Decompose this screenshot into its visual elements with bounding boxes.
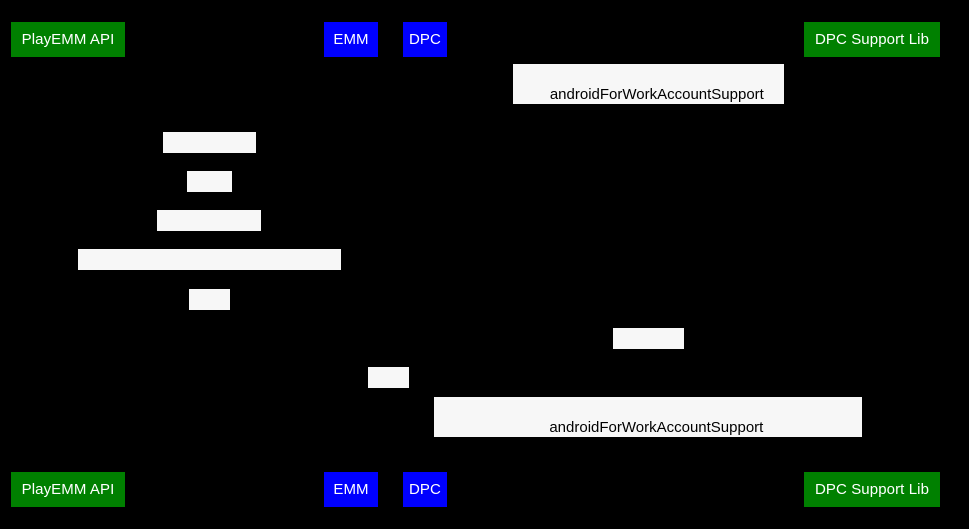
arrow-token-to-emm: [68, 310, 351, 311]
arrow-add-android-for-work-account: [425, 437, 872, 438]
message-text: token: [386, 389, 424, 406]
message-text: users.insert(): [181, 154, 270, 171]
arrow-user-id: [68, 192, 351, 193]
lifeline-emm: [351, 57, 352, 472]
lifeline-dpc: [425, 57, 426, 472]
message-label-users-insert: users.insert(): [163, 132, 269, 171]
message-label-ensure-working-environment: androidForWorkAccountSupport .ensureWork…: [513, 64, 784, 123]
message-label-users-update: users.update(): [157, 210, 272, 249]
participant-emm-bottom[interactable]: EMM: [324, 472, 378, 507]
arrow-users-update: [68, 231, 351, 232]
message-label-token-to-emm: token: [189, 289, 244, 328]
message-text: userID: [205, 193, 250, 210]
participant-label: PlayEMM API: [21, 481, 115, 498]
arrow-ensure-working-environment: [425, 104, 872, 105]
message-label-generate-authentication-token: users.generateAuthenticationToken(): [78, 249, 342, 288]
participant-dpc-bottom[interactable]: DPC: [403, 472, 447, 507]
arrow-token-to-dpc: [351, 388, 425, 389]
arrow-users-insert: [68, 153, 351, 154]
participant-label: EMM: [333, 481, 369, 498]
message-text: androidForWorkAccountSupport .ensureWork…: [521, 86, 776, 123]
participant-dpc-support-lib-top[interactable]: DPC Support Lib: [804, 22, 940, 57]
message-label-add-android-for-work-account: androidForWorkAccountSupport .addAndroid…: [434, 397, 862, 456]
message-label-token-to-dpc: token: [368, 367, 423, 406]
message-label-user-id: userID: [187, 171, 250, 210]
message-label-callback: callback(): [613, 328, 696, 367]
arrow-generate-authentication-token: [68, 270, 351, 271]
message-text: users.generateAuthenticationToken(): [96, 271, 342, 288]
arrow-callback: [425, 349, 872, 350]
participant-label: DPC: [409, 481, 441, 498]
participant-emm-top[interactable]: EMM: [324, 22, 378, 57]
participant-playemm-api-top[interactable]: PlayEMM API: [11, 22, 125, 57]
message-text: callback(): [631, 350, 696, 367]
lifeline-playemm-api: [68, 57, 69, 472]
message-text: androidForWorkAccountSupport .addAndroid…: [447, 419, 849, 456]
lifeline-dpc-support-lib: [872, 57, 873, 472]
participant-dpc-top[interactable]: DPC: [403, 22, 447, 57]
participant-label: PlayEMM API: [21, 31, 115, 48]
participant-label: DPC: [409, 31, 441, 48]
participant-label: DPC Support Lib: [814, 31, 930, 48]
message-text: users.update(): [175, 232, 273, 249]
participant-playemm-api-bottom[interactable]: PlayEMM API: [11, 472, 125, 507]
participant-label: DPC Support Lib: [814, 481, 930, 498]
message-text: token: [207, 311, 245, 328]
participant-dpc-support-lib-bottom[interactable]: DPC Support Lib: [804, 472, 940, 507]
participant-label: EMM: [333, 31, 369, 48]
